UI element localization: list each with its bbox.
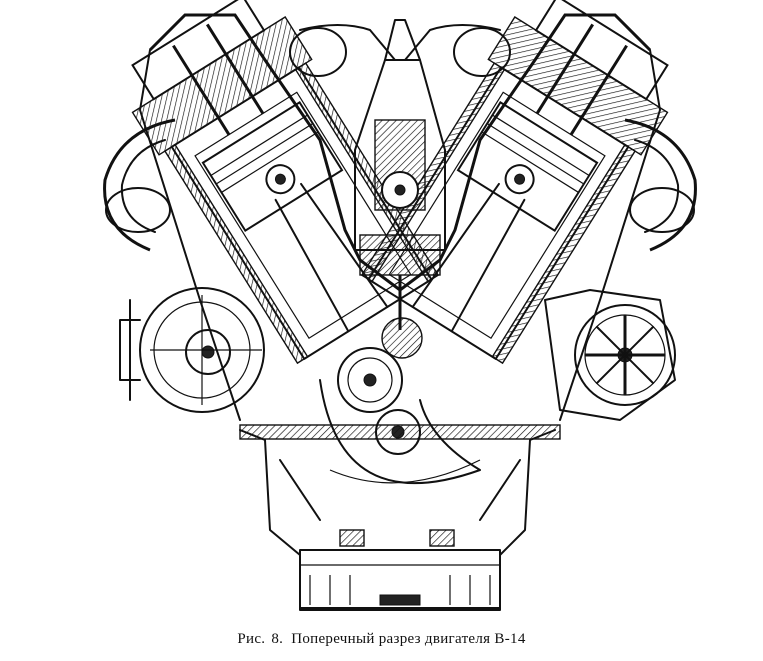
right-cylinder-bank	[360, 0, 669, 365]
crankshaft-assembly	[319, 317, 481, 485]
engine-cross-section-drawing	[103, 0, 697, 611]
crankcase	[239, 424, 561, 611]
engine-block-outline	[139, 13, 661, 421]
caption-number: 8.	[271, 631, 284, 647]
right-auxiliary-wheel	[544, 289, 676, 421]
center-fuel-pump	[354, 19, 446, 330]
caption-title: Поперечный разрез двигателя В-14	[291, 631, 526, 647]
figure-caption: Рис. 8. Поперечный разрез двигателя В-14	[0, 631, 763, 648]
left-auxiliary-pulley	[119, 287, 265, 413]
caption-prefix: Рис.	[237, 631, 266, 647]
